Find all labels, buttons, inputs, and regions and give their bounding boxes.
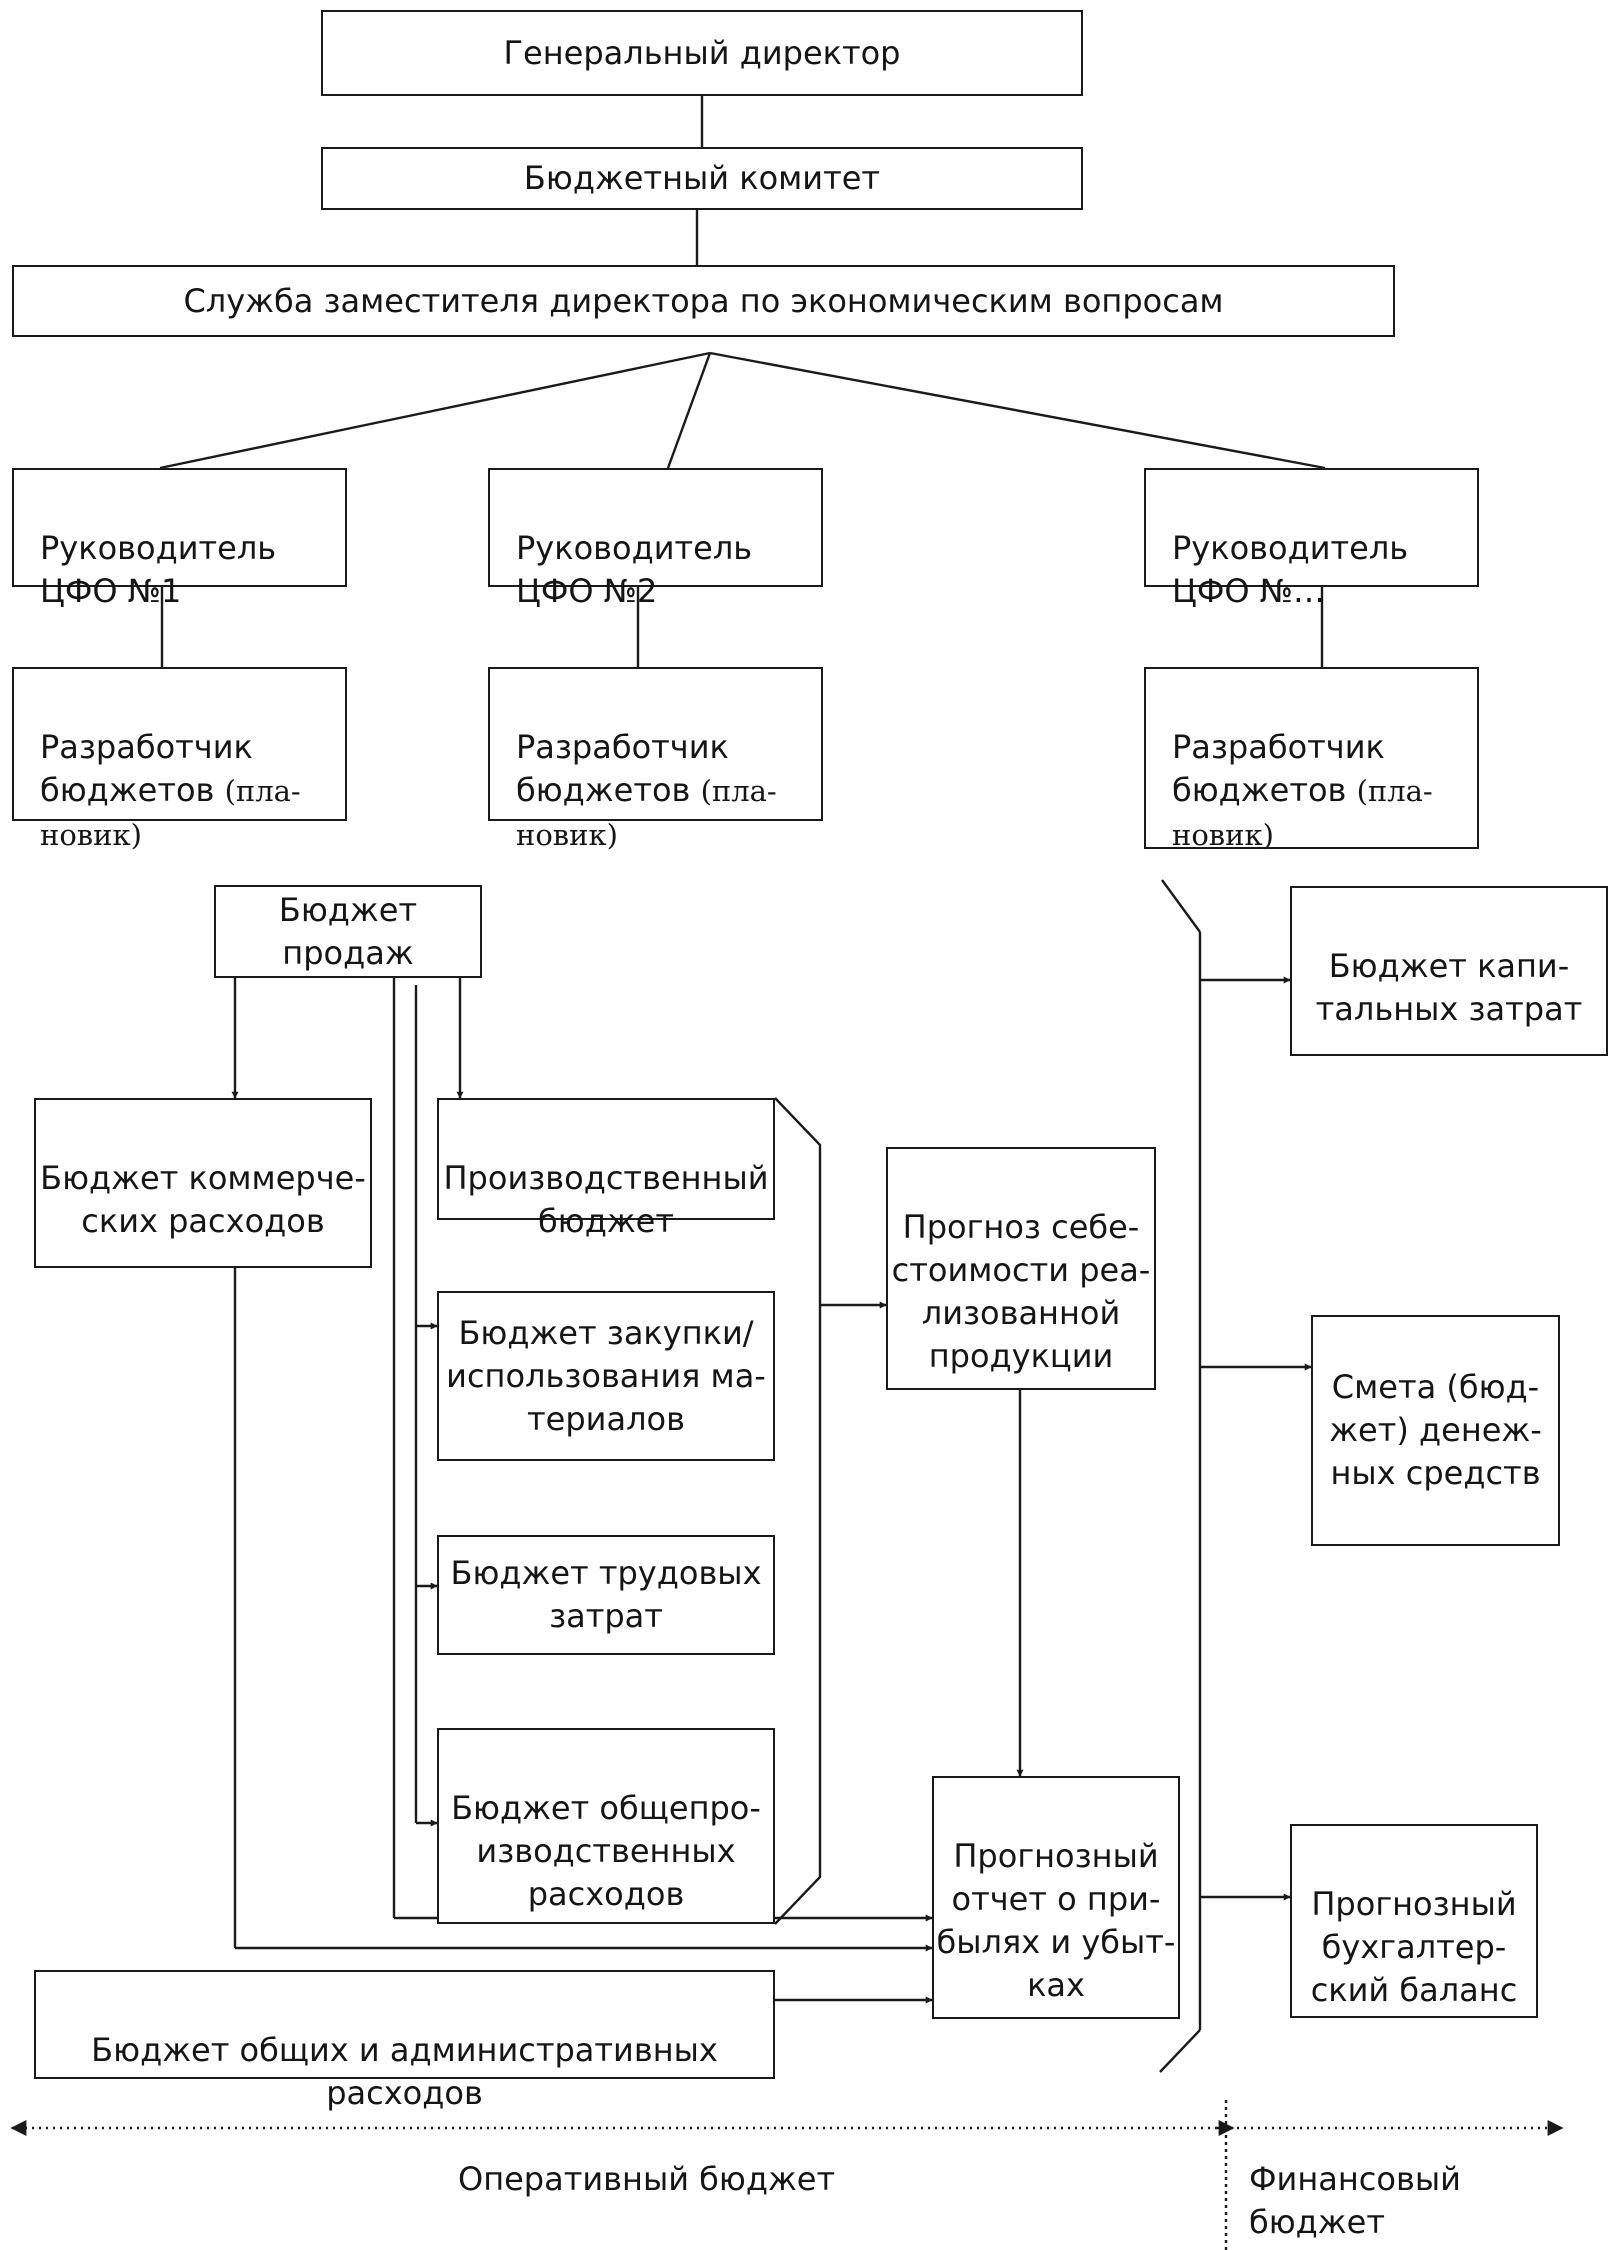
forecast-balance-sheet-box: Прогнозный бухгалтер- ский баланс: [1290, 1824, 1538, 2018]
budget-committee-label: Бюджетный комитет: [523, 159, 881, 197]
operational-budget-caption: Оперативный бюджет: [458, 2160, 836, 2198]
overhead-budget-label: Бюджет общепро- изводственных расходов: [451, 1789, 761, 1913]
cfo-head-2-label: Руководитель ЦФО №2: [516, 529, 753, 610]
commercial-expenses-budget-box: Бюджет коммерче- ских расходов: [34, 1098, 372, 1268]
materials-purchase-budget-label: Бюджет закупки/ использования ма- териал…: [446, 1313, 766, 1438]
service-cfo2-line: [666, 352, 712, 469]
cogs-forecast-label: Прогноз себе- стоимости реа- лизованной …: [891, 1208, 1151, 1375]
overhead-budget-box: Бюджет общепро- изводственных расходов: [437, 1728, 775, 1924]
budget-developer-3-paren-b: новик): [1172, 818, 1274, 852]
budget-developer-3-paren-a: (пла-: [1356, 774, 1433, 808]
cfo-head-1-box: Руководитель ЦФО №1: [12, 468, 347, 610]
financial-budget-caption: Финансовый бюджет: [1249, 2160, 1461, 2241]
profit-loss-forecast-label: Прогнозный отчет о при- былях и убыт- ка…: [936, 1837, 1176, 2004]
cfo-head-2-box: Руководитель ЦФО №2: [488, 468, 823, 610]
cfo-head-1-label: Руководитель ЦФО №1: [40, 529, 277, 610]
budget-developer-3-label: Разработчик бюджетов: [1172, 728, 1385, 809]
labor-costs-budget-label: Бюджет трудовых затрат: [450, 1554, 762, 1635]
capital-expenditure-budget-label: Бюджет капи- тальных затрат: [1315, 947, 1583, 1028]
capital-expenditure-budget-box: Бюджет капи- тальных затрат: [1290, 886, 1608, 1056]
production-group-bracket: [774, 1097, 822, 1925]
budget-developer-2-label: Разработчик бюджетов: [516, 728, 729, 809]
sales-budget-box: Бюджет продаж: [214, 885, 482, 978]
materials-purchase-budget-box: Бюджет закупки/ использования ма- териал…: [437, 1291, 775, 1461]
divider-bottom-tick: [1159, 2029, 1201, 2073]
budget-developer-1-box: Разработчик бюджетов (пла-новик): [12, 667, 347, 852]
cfo-head-3-box: Руководитель ЦФО №…: [1144, 468, 1479, 610]
budget-developer-1-paren-b: новик): [40, 818, 142, 852]
budget-developer-3-box: Разработчик бюджетов (пла-новик): [1144, 667, 1479, 852]
production-budget-box: Производственный бюджет: [437, 1098, 775, 1240]
admin-expenses-budget-box: Бюджет общих и административных расходов: [34, 1970, 775, 2112]
cash-budget-box: Смета (бюд- жет) денеж- ных средств: [1311, 1315, 1560, 1546]
cash-budget-label: Смета (бюд- жет) денеж- ных средств: [1329, 1368, 1542, 1492]
ceo-box: Генеральный директор: [321, 10, 1083, 96]
budget-committee-box: Бюджетный комитет: [321, 147, 1083, 210]
budget-developer-2-paren-a: (пла-: [700, 774, 777, 808]
budget-developer-2-paren-b: новик): [516, 818, 618, 852]
deputy-service-label: Служба заместителя директора по экономич…: [183, 281, 1224, 320]
admin-expenses-budget-label: Бюджет общих и административных расходов: [91, 2031, 718, 2112]
sales-budget-label: Бюджет продаж: [278, 890, 418, 972]
budget-developer-2-box: Разработчик бюджетов (пла-новик): [488, 667, 823, 852]
production-budget-label: Производственный бюджет: [443, 1159, 769, 1240]
cogs-forecast-box: Прогноз себе- стоимости реа- лизованной …: [886, 1147, 1156, 1390]
ceo-label: Генеральный директор: [503, 33, 901, 72]
service-cfo3-line: [709, 351, 1326, 470]
labor-costs-budget-box: Бюджет трудовых затрат: [437, 1535, 775, 1655]
service-cfo1-line: [159, 351, 711, 470]
forecast-balance-sheet-label: Прогнозный бухгалтер- ский баланс: [1310, 1885, 1518, 2009]
profit-loss-forecast-box: Прогнозный отчет о при- былях и убыт- ка…: [932, 1776, 1180, 2019]
divider-top-tick: [1161, 879, 1201, 933]
budget-developer-1-paren-a: (пла-: [224, 774, 301, 808]
deputy-service-box: Служба заместителя директора по экономич…: [12, 265, 1395, 337]
cfo-head-3-label: Руководитель ЦФО №…: [1172, 529, 1409, 610]
commercial-expenses-budget-label: Бюджет коммерче- ских расходов: [40, 1159, 366, 1240]
budget-developer-1-label: Разработчик бюджетов: [40, 728, 253, 809]
